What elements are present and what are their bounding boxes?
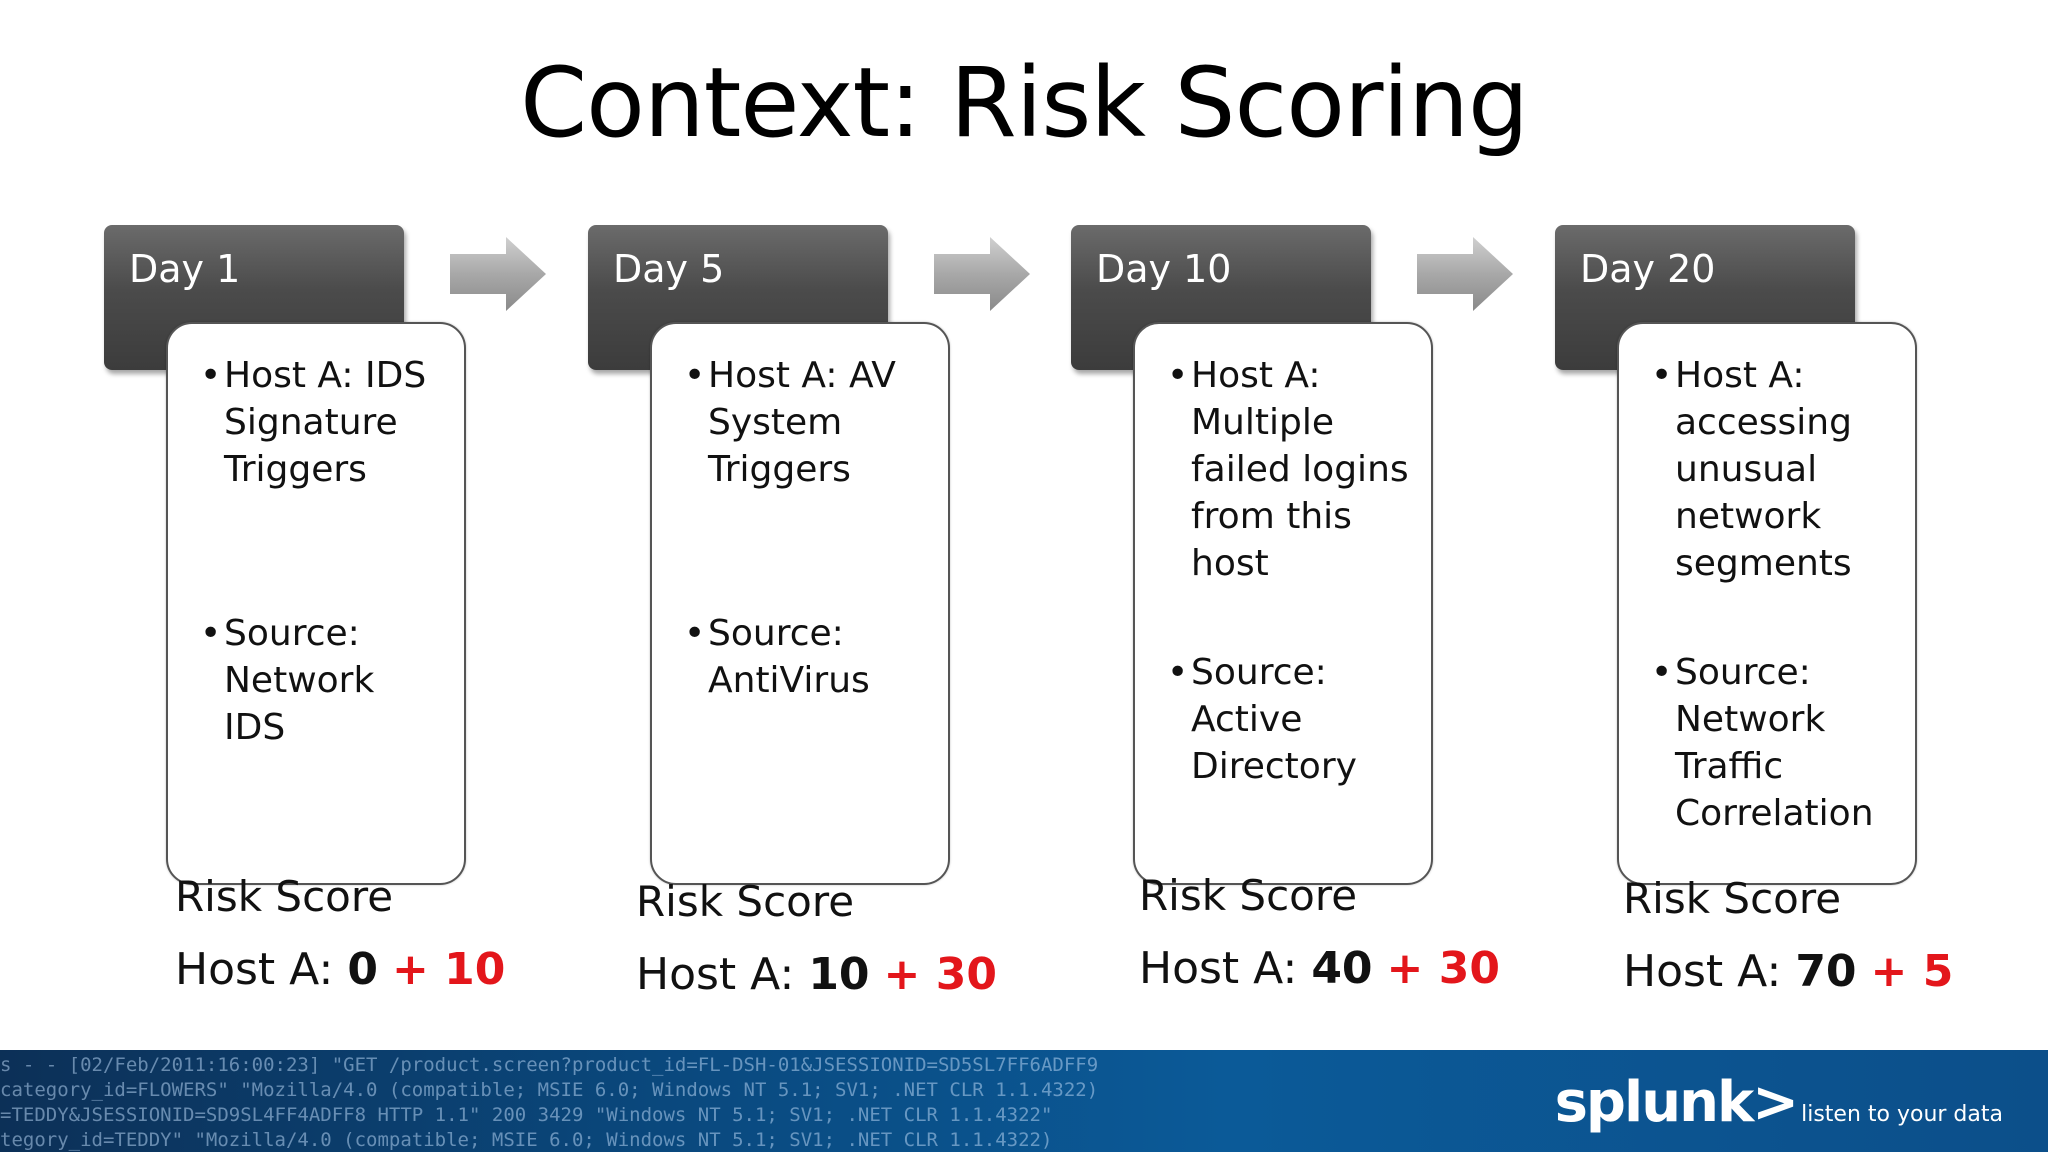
bullet-item: •Source: AntiVirus [684,610,944,704]
risk-score-label: Risk Score [636,877,855,926]
bullet-text: Source: AntiVirus [708,613,870,701]
risk-base-score: 0 [347,944,378,995]
bullet-text: Host A: AV System Triggers [708,355,896,490]
bullet-item: •Source: Active Directory [1167,649,1427,790]
footer-banner: s - - [02/Feb/2011:16:00:23] "GET /produ… [0,1050,2048,1152]
bullet-dot: • [1167,652,1189,693]
log-text: tegory_id=TEDDY" "Mozilla/4.0 (compatibl… [0,1129,1053,1151]
arrow-right-icon [934,237,1030,311]
stage-card: •Host A: AV System Triggers •Source: Ant… [650,322,950,885]
bullet-item: •Source: Network IDS [200,610,460,751]
bullet-text: Host A: accessing unusual network segmen… [1675,355,1852,584]
log-text: category_id=FLOWERS" "Mozilla/4.0 (compa… [0,1079,1099,1101]
bullet-text: Source: Network Traffic Correlation [1675,652,1874,834]
bullet-dot: • [1651,355,1673,396]
splunk-logo: splunk> [1554,1070,1800,1135]
bullet-dot: • [684,355,706,396]
risk-increment: + 30 [883,949,997,1000]
risk-increment: + 30 [1386,943,1500,994]
bullet-text: Source: Network IDS [224,613,375,748]
bullet-dot: • [200,355,222,396]
arrow-right-icon [450,237,546,311]
bullet-dot: • [684,613,706,654]
brand-lockup: splunk>listen to your data [1555,1070,2003,1135]
brand-tagline: listen to your data [1801,1102,2003,1127]
bullet-item: •Host A: Multiple failed logins from thi… [1167,352,1427,587]
risk-score-label: Risk Score [1139,871,1358,920]
risk-score-value: Host A: 70 + 5 [1623,946,1953,998]
risk-host-label: Host A: [1139,943,1312,994]
bullet-text: Source: Active Directory [1191,652,1357,787]
arrow-right-icon [1417,237,1513,311]
bullet-text: Host A: Multiple failed logins from this… [1191,355,1409,584]
bullet-item: •Source: Network Traffic Correlation [1651,649,1911,837]
risk-base-score: 10 [808,949,870,1000]
risk-base-score: 40 [1311,943,1373,994]
risk-host-label: Host A: [1623,946,1796,997]
bullet-dot: • [1651,652,1673,693]
log-text: =TEDDY&JSESSIONID=SD9SL4FF4ADFF8 HTTP 1.… [0,1104,1053,1126]
risk-score-label: Risk Score [1623,874,1842,923]
bullet-dot: • [200,613,222,654]
risk-host-label: Host A: [636,949,809,1000]
risk-score-value: Host A: 0 + 10 [175,944,505,996]
log-text: s - - [02/Feb/2011:16:00:23] "GET /produ… [0,1054,1099,1076]
bullet-item: •Host A: IDS Signature Triggers [200,352,460,493]
bullet-text: Host A: IDS Signature Triggers [224,355,427,490]
stage-card: •Host A: Multiple failed logins from thi… [1133,322,1433,885]
risk-score-value: Host A: 10 + 30 [636,949,997,1001]
slide-title: Context: Risk Scoring [520,47,1529,159]
risk-increment: + 5 [1870,946,1954,997]
stage-card: •Host A: IDS Signature Triggers •Source:… [166,322,466,885]
day-header: Day 20 [1555,225,1855,370]
risk-base-score: 70 [1795,946,1857,997]
risk-score-value: Host A: 40 + 30 [1139,943,1500,995]
bullet-item: •Host A: accessing unusual network segme… [1651,352,1911,587]
risk-host-label: Host A: [175,944,348,995]
risk-score-label: Risk Score [175,872,394,921]
bullet-item: •Host A: AV System Triggers [684,352,944,493]
risk-increment: + 10 [391,944,506,995]
stage-card: •Host A: accessing unusual network segme… [1617,322,1917,885]
bullet-dot: • [1167,355,1189,396]
